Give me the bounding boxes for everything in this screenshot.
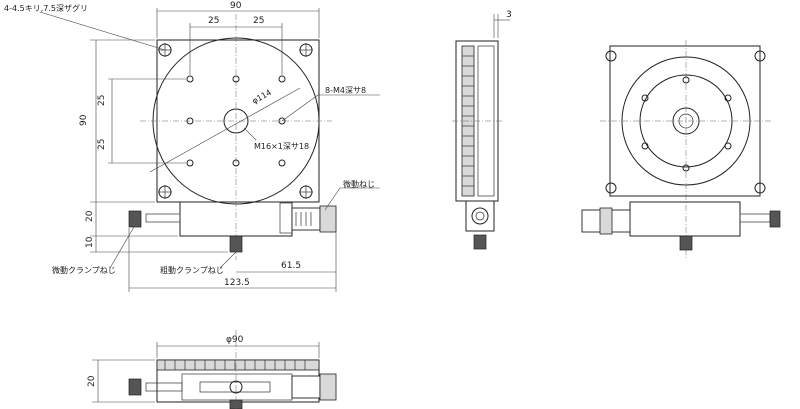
underside-knob-bottom bbox=[679, 235, 693, 251]
label-diameter-114: φ114 bbox=[251, 88, 273, 106]
dim-width-90: 90 bbox=[230, 1, 242, 11]
bottom-scale bbox=[156, 359, 320, 371]
tapped-holes bbox=[186, 75, 286, 167]
dim-25-a: 25 bbox=[208, 16, 219, 26]
dim-v-90: 90 bbox=[79, 114, 89, 126]
micrometer-thimble bbox=[319, 205, 337, 233]
bottom-dim-phi90: φ90 bbox=[226, 335, 244, 345]
side-dim-3: 3 bbox=[506, 10, 512, 20]
label-fine-clamp: 微動クランプねじ bbox=[52, 265, 116, 275]
dim-v-25-a: 25 bbox=[97, 95, 107, 106]
underside-plate bbox=[609, 45, 761, 197]
mount-holes bbox=[158, 43, 313, 199]
side-micrometer bbox=[465, 200, 495, 232]
side-knob bbox=[473, 234, 487, 250]
label-taps: 8-M4深サ8 bbox=[325, 86, 366, 95]
housing bbox=[179, 201, 293, 237]
bottom-dim-20: 20 bbox=[87, 375, 97, 387]
label-center-tap: M16×1深サ18 bbox=[254, 142, 309, 151]
center-bore bbox=[223, 108, 249, 134]
coarse-clamp-knob bbox=[229, 235, 243, 253]
underside-view bbox=[581, 40, 781, 258]
fine-clamp-knob bbox=[128, 210, 142, 228]
side-view: 3 bbox=[452, 10, 512, 250]
label-coarse-clamp: 粗動クランプねじ bbox=[160, 265, 224, 275]
bottom-view: φ90 20 bbox=[87, 330, 337, 409]
top-view: 90 25 25 90 25 25 20 10 61.5 123.5 4-4.5… bbox=[4, 1, 380, 292]
dim-v-20: 20 bbox=[85, 210, 95, 222]
dim-25-b: 25 bbox=[253, 16, 264, 26]
fine-clamp-shaft bbox=[145, 213, 181, 223]
label-mount-holes: 4-4.5キリ,7.5深ザグリ bbox=[4, 3, 88, 13]
underside-housing bbox=[629, 201, 741, 237]
dim-61-5: 61.5 bbox=[281, 261, 301, 271]
dim-v-10: 10 bbox=[85, 236, 95, 248]
underside-knob-right bbox=[769, 210, 781, 228]
dim-v-25-b: 25 bbox=[97, 139, 107, 150]
label-fine-screw: 微動ねじ bbox=[343, 179, 375, 189]
bottom-knob-left bbox=[128, 378, 142, 396]
bottom-micrometer bbox=[291, 375, 321, 399]
dim-123-5: 123.5 bbox=[224, 278, 250, 288]
